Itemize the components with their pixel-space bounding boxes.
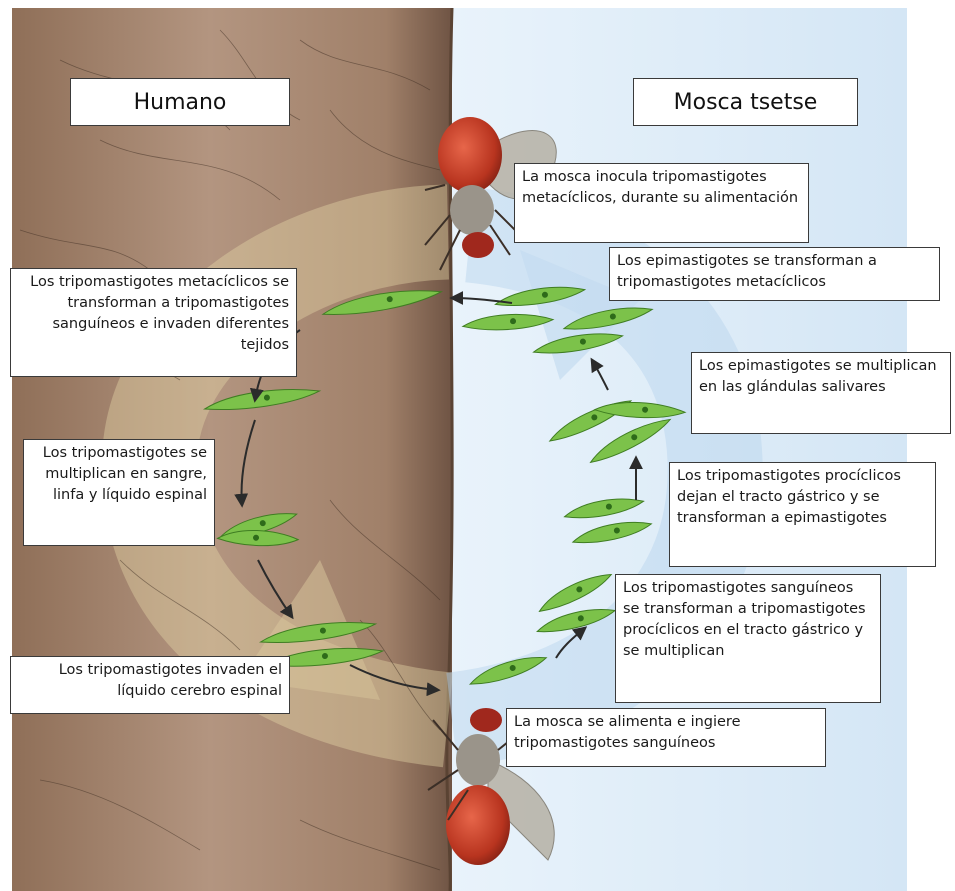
label-procyclic-leave: Los tripomastigotes procíclicos dejan el… <box>669 462 936 567</box>
label-invade-csf: Los tripomastigotes invaden el líquido c… <box>10 656 290 714</box>
label-epi-to-trypo: Los epimastigotes se transforman a tripo… <box>609 247 940 301</box>
label-epi-multiply: Los epimastigotes se multiplican en las … <box>691 352 951 434</box>
label-blood-to-procyclic: Los tripomastigotes sanguíneos se transf… <box>615 574 881 703</box>
label-metacyclic-to-blood: Los tripomastigotes metacíclicos se tran… <box>10 268 297 377</box>
fly-title: Mosca tsetse <box>633 78 858 126</box>
label-inoculate: La mosca inocula tripomastigotes metacíc… <box>514 163 809 243</box>
label-fly-feeds: La mosca se alimenta e ingiere tripomast… <box>506 708 826 767</box>
label-multiply-blood: Los tripomastigotes se multiplican en sa… <box>23 439 215 546</box>
human-title: Humano <box>70 78 290 126</box>
